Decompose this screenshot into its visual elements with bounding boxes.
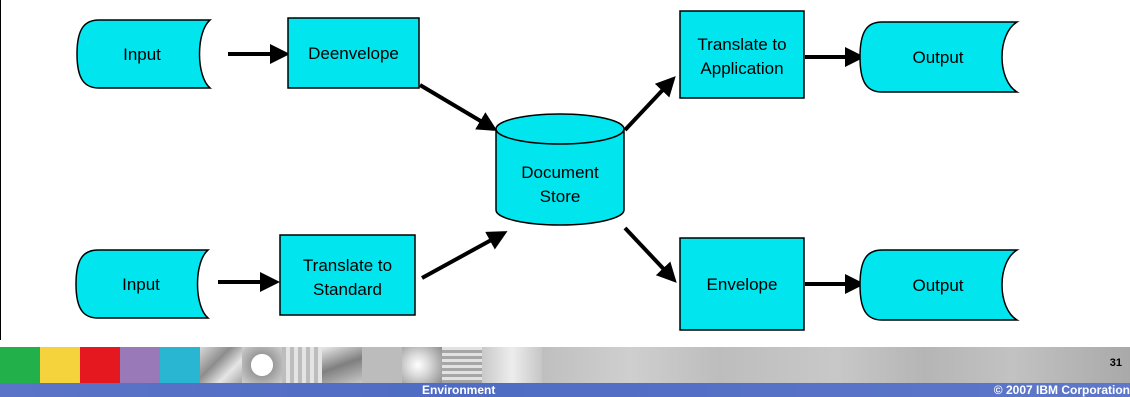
input-top-label: Input xyxy=(123,45,161,64)
footer-image-strip xyxy=(0,347,1130,383)
footer-section-title: Environment xyxy=(422,383,496,397)
edges xyxy=(218,44,865,294)
output-bottom-label: Output xyxy=(912,276,963,295)
strip-block-yellow xyxy=(40,347,80,383)
translate-application-label-line2: Application xyxy=(700,59,783,78)
edge-deenvelope-to-document-store xyxy=(418,83,498,132)
output-node-top: Output xyxy=(859,21,1020,93)
edge-translate-standard-to-document-store xyxy=(421,231,508,280)
deenvelope-node: Deenvelope xyxy=(287,17,420,89)
strip-block-teal xyxy=(160,347,200,383)
envelope-label: Envelope xyxy=(707,275,778,294)
strip-photo-3 xyxy=(282,347,322,383)
input-node-top: Input xyxy=(76,19,213,89)
strip-gray-gradient xyxy=(542,347,1130,383)
deenvelope-label: Deenvelope xyxy=(308,44,399,63)
document-store-label-line1: Document xyxy=(521,163,599,182)
strip-block-purple xyxy=(120,347,160,383)
output-top-label: Output xyxy=(912,48,963,67)
input-node-bottom: Input xyxy=(75,249,211,319)
footer-copyright: © 2007 IBM Corporation xyxy=(993,383,1130,397)
strip-block-green xyxy=(0,347,40,383)
strip-photo-8 xyxy=(482,347,542,383)
strip-photo-7 xyxy=(442,347,482,383)
strip-photo-1 xyxy=(200,347,242,383)
strip-block-red xyxy=(80,347,120,383)
translate-application-node: Translate to Application xyxy=(679,10,805,99)
envelope-node: Envelope xyxy=(679,237,805,331)
slide-left-border xyxy=(0,0,1,340)
page-number: 31 xyxy=(1109,357,1122,369)
input-bottom-label: Input xyxy=(122,275,160,294)
edge-document-store-to-envelope xyxy=(623,226,677,283)
document-store-node: Document Store xyxy=(495,113,625,226)
translate-standard-node: Translate to Standard xyxy=(279,234,416,316)
edge-document-store-to-translate-application xyxy=(623,76,676,132)
document-store-label-line2: Store xyxy=(540,187,581,206)
translate-application-label-line1: Translate to xyxy=(697,35,786,54)
footer-bar xyxy=(0,383,1130,397)
flow-diagram: Input Deenvelope Input Translate to Stan… xyxy=(75,10,1020,331)
strip-photo-5 xyxy=(362,347,402,383)
translate-standard-label-line2: Standard xyxy=(313,280,382,299)
strip-photo-4 xyxy=(322,347,362,383)
strip-photo-2 xyxy=(242,347,282,383)
translate-standard-label-line1: Translate to xyxy=(303,256,392,275)
output-node-bottom: Output xyxy=(859,249,1020,321)
strip-photo-6 xyxy=(402,347,442,383)
